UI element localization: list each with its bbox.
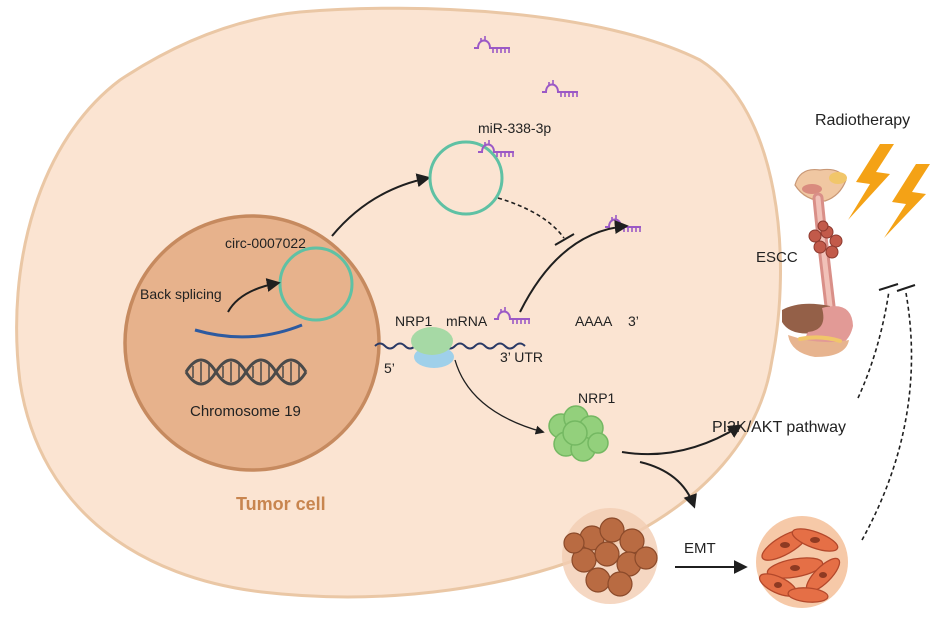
chromosome-label: Chromosome 19 [190, 403, 301, 420]
polya-label: AAAA [575, 313, 613, 329]
tumor-cell-label: Tumor cell [236, 494, 326, 514]
utr-label: 3’ UTR [500, 349, 543, 365]
emt-inhibition-dashed-line [861, 292, 913, 541]
back-splicing-label: Back splicing [140, 286, 222, 302]
inhibition-tbar [554, 233, 575, 246]
mrna-label: mRNA [446, 313, 488, 329]
nrp1-protein-label: NRP1 [578, 390, 616, 406]
mesenchymal-cell-cluster-icon [756, 516, 848, 608]
ribosome-icon [411, 327, 454, 368]
esophagus-anatomy-icon [782, 168, 853, 357]
pathway-inhibition-dashed-line [857, 290, 890, 399]
export-arrow [331, 173, 431, 237]
escc-label: ESCC [756, 249, 798, 266]
emt-down-arrow [639, 461, 697, 509]
dna-helix-icon [184, 358, 308, 386]
nrp1-gene-label: NRP1 [395, 313, 433, 329]
five-prime-label: 5’ [384, 360, 395, 376]
inhibition-dashed-line [497, 197, 565, 239]
epithelial-cell-cluster-icon [562, 508, 658, 604]
lightning-bolt-icon [848, 144, 930, 238]
mirna-release-arrow [519, 220, 629, 313]
nrp1-protein-icon [548, 405, 609, 462]
emt-inhibition-tbar [896, 284, 916, 292]
translation-arrow [454, 359, 545, 435]
pathway-label: PI3K/AKT pathway [712, 419, 846, 436]
radiotherapy-label: Radiotherapy [815, 112, 910, 129]
pathway-arrow [621, 424, 743, 456]
mrna-strand [374, 342, 526, 350]
circrna-cytoplasmic [428, 140, 504, 216]
nucleus [123, 214, 381, 472]
three-prime-label: 3’ [628, 313, 639, 329]
gene-transcript-line [194, 323, 303, 339]
back-splicing-arrow [227, 278, 281, 313]
mirna-label: miR-338-3p [478, 120, 551, 136]
emt-label: EMT [684, 540, 716, 557]
circ-label: circ-0007022 [225, 235, 306, 251]
pathway-inhibition-tbar [878, 283, 899, 291]
